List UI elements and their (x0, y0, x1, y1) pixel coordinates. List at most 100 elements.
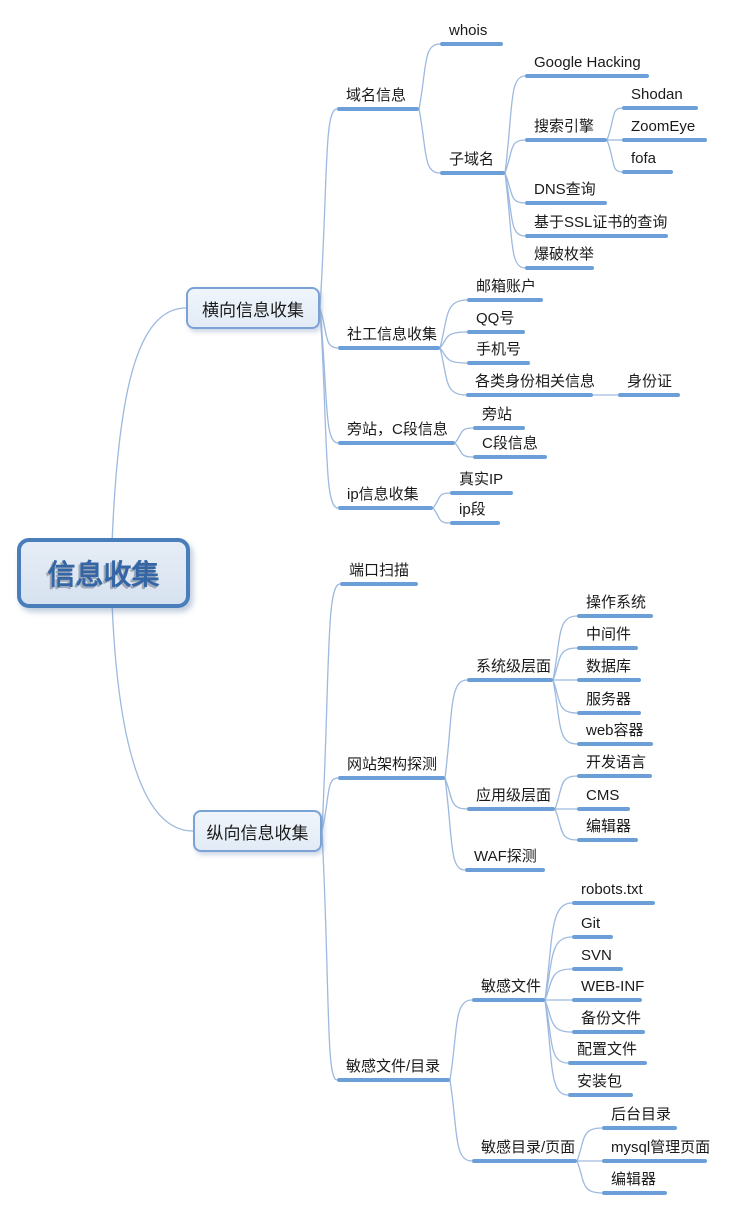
node-underline (440, 171, 505, 175)
connector-v2a-v2a4 (552, 679, 578, 714)
mindmap-node-v2c[interactable]: WAF探测 (465, 848, 545, 872)
mindmap-node-h2d1[interactable]: 身份证 (618, 373, 680, 397)
mindmap-node-v2b2[interactable]: CMS (577, 787, 630, 811)
node-underline (338, 776, 445, 780)
node-underline (450, 491, 513, 495)
node-underline (472, 1159, 577, 1163)
mindmap-node-h2d[interactable]: 各类身份相关信息 (466, 373, 596, 397)
connector-v2b-v2b3 (554, 808, 578, 841)
mindmap-node-v3a3[interactable]: SVN (572, 947, 623, 971)
mindmap-node-v3a6[interactable]: 配置文件 (568, 1041, 647, 1065)
node-underline (622, 138, 707, 142)
connector-h4-h4b (432, 507, 451, 524)
mindmap-node-h1b2[interactable]: 搜索引擎 (525, 118, 607, 142)
mindmap-node-h1b2c[interactable]: fofa (622, 150, 673, 174)
mindmap-node-h1b2a[interactable]: Shodan (622, 86, 698, 110)
node-underline (340, 582, 418, 586)
mindmap-node-v2a1[interactable]: 操作系统 (577, 594, 653, 618)
mindmap-node-v3[interactable]: 敏感文件/目录 (337, 1058, 450, 1082)
mindmap-node-h2b[interactable]: QQ号 (467, 310, 525, 334)
mindmap-node-root[interactable]: 信息收集 (17, 538, 190, 608)
mindmap-node-v3b1[interactable]: 后台目录 (602, 1106, 677, 1130)
node-underline (525, 234, 668, 238)
mindmap-node-h1b[interactable]: 子域名 (440, 151, 505, 175)
mindmap-node-v3a1[interactable]: robots.txt (572, 881, 655, 905)
node-label: 敏感文件/目录 (346, 1058, 441, 1075)
connector-h2-h2a (439, 299, 468, 349)
node-underline (568, 1093, 633, 1097)
connector-v-v3 (321, 830, 338, 1081)
mindmap-node-h1b1[interactable]: Google Hacking (525, 54, 649, 78)
node-label: ip信息收集 (347, 486, 419, 503)
mindmap-node-v2a5[interactable]: web容器 (577, 722, 653, 746)
mindmap-node-h3[interactable]: 旁站，C段信息 (338, 421, 455, 445)
node-underline (466, 393, 593, 397)
node-underline (525, 266, 594, 270)
mindmap-node-v3b[interactable]: 敏感目录/页面 (472, 1139, 577, 1163)
node-label: ip段 (459, 501, 486, 518)
node-label: 各类身份相关信息 (475, 373, 596, 390)
connector-v3-v3a (449, 999, 473, 1081)
mindmap-node-v3a5[interactable]: 备份文件 (572, 1010, 645, 1034)
mindmap-node-h1a[interactable]: whois (440, 22, 503, 46)
mindmap-node-h4b[interactable]: ip段 (450, 501, 500, 525)
mindmap-node-h1[interactable]: 域名信息 (337, 87, 419, 111)
node-label: 中间件 (586, 626, 632, 643)
connector-v3-v3b (449, 1079, 473, 1162)
connector-v-v2 (321, 777, 339, 832)
node-label: 敏感文件 (481, 978, 542, 995)
connector-v3a-v3a2 (544, 936, 573, 1001)
node-underline (338, 346, 440, 350)
mindmap-node-h2a[interactable]: 邮箱账户 (467, 278, 543, 302)
connector-h1b2-h1b2c (606, 139, 623, 173)
node-underline (577, 678, 641, 682)
mindmap-node-h[interactable]: 横向信息收集 (186, 287, 320, 329)
mindmap-node-h1b3[interactable]: DNS查询 (525, 181, 607, 205)
mindmap-node-v[interactable]: 纵向信息收集 (193, 810, 322, 852)
mindmap-node-v2b3[interactable]: 编辑器 (577, 818, 638, 842)
mindmap-node-v2a[interactable]: 系统级层面 (467, 658, 553, 682)
mindmap-node-h4a[interactable]: 真实IP (450, 471, 513, 495)
mindmap-node-v2b[interactable]: 应用级层面 (467, 787, 555, 811)
mindmap-node-h1b5[interactable]: 爆破枚举 (525, 246, 594, 270)
node-underline (450, 521, 500, 525)
mindmap-node-v2a4[interactable]: 服务器 (577, 691, 641, 715)
mindmap-node-v3a[interactable]: 敏感文件 (472, 978, 545, 1002)
mindmap-node-h1b4[interactable]: 基于SSL证书的查询 (525, 214, 668, 238)
node-underline (337, 1078, 450, 1082)
connector-h1b-h1b2 (504, 139, 526, 174)
mindmap-node-h1b2b[interactable]: ZoomEye (622, 118, 707, 142)
node-underline (568, 1061, 647, 1065)
node-underline (525, 74, 649, 78)
mindmap-node-h2c[interactable]: 手机号 (467, 341, 530, 365)
mindmap-node-v3a2[interactable]: Git (572, 915, 613, 939)
node-label: 安装包 (577, 1073, 623, 1090)
node-underline (602, 1126, 677, 1130)
mindmap-node-v3b2[interactable]: mysql管理页面 (602, 1139, 710, 1163)
connector-v3b-v3b1 (576, 1127, 603, 1162)
mindmap-node-h3b[interactable]: C段信息 (473, 435, 547, 459)
mindmap-node-v3b3[interactable]: 编辑器 (602, 1171, 667, 1195)
mindmap-node-v2b1[interactable]: 开发语言 (577, 754, 652, 778)
mindmap-node-v2[interactable]: 网站架构探测 (338, 756, 445, 780)
node-label: 备份文件 (581, 1010, 642, 1027)
mindmap-node-v3a7[interactable]: 安装包 (568, 1073, 633, 1097)
mindmap-node-v2a3[interactable]: 数据库 (577, 658, 641, 682)
node-label: 爆破枚举 (534, 246, 595, 263)
mindmap-node-v2a2[interactable]: 中间件 (577, 626, 638, 650)
mindmap-node-h2[interactable]: 社工信息收集 (338, 326, 440, 350)
connector-h3-h3a (454, 427, 474, 444)
connector-h1-h1a (418, 43, 441, 110)
mindmap-node-h3a[interactable]: 旁站 (473, 406, 525, 430)
mindmap-node-h4[interactable]: ip信息收集 (338, 486, 433, 510)
node-underline (602, 1191, 667, 1195)
node-label: 应用级层面 (476, 787, 552, 804)
mindmap-node-v1[interactable]: 端口扫描 (340, 562, 418, 586)
node-underline (525, 201, 607, 205)
connector-h3-h3b (454, 442, 474, 458)
node-underline (602, 1159, 707, 1163)
node-label: CMS (586, 787, 620, 804)
node-label: 旁站 (482, 406, 513, 423)
mindmap-node-v3a4[interactable]: WEB-INF (572, 978, 644, 1002)
